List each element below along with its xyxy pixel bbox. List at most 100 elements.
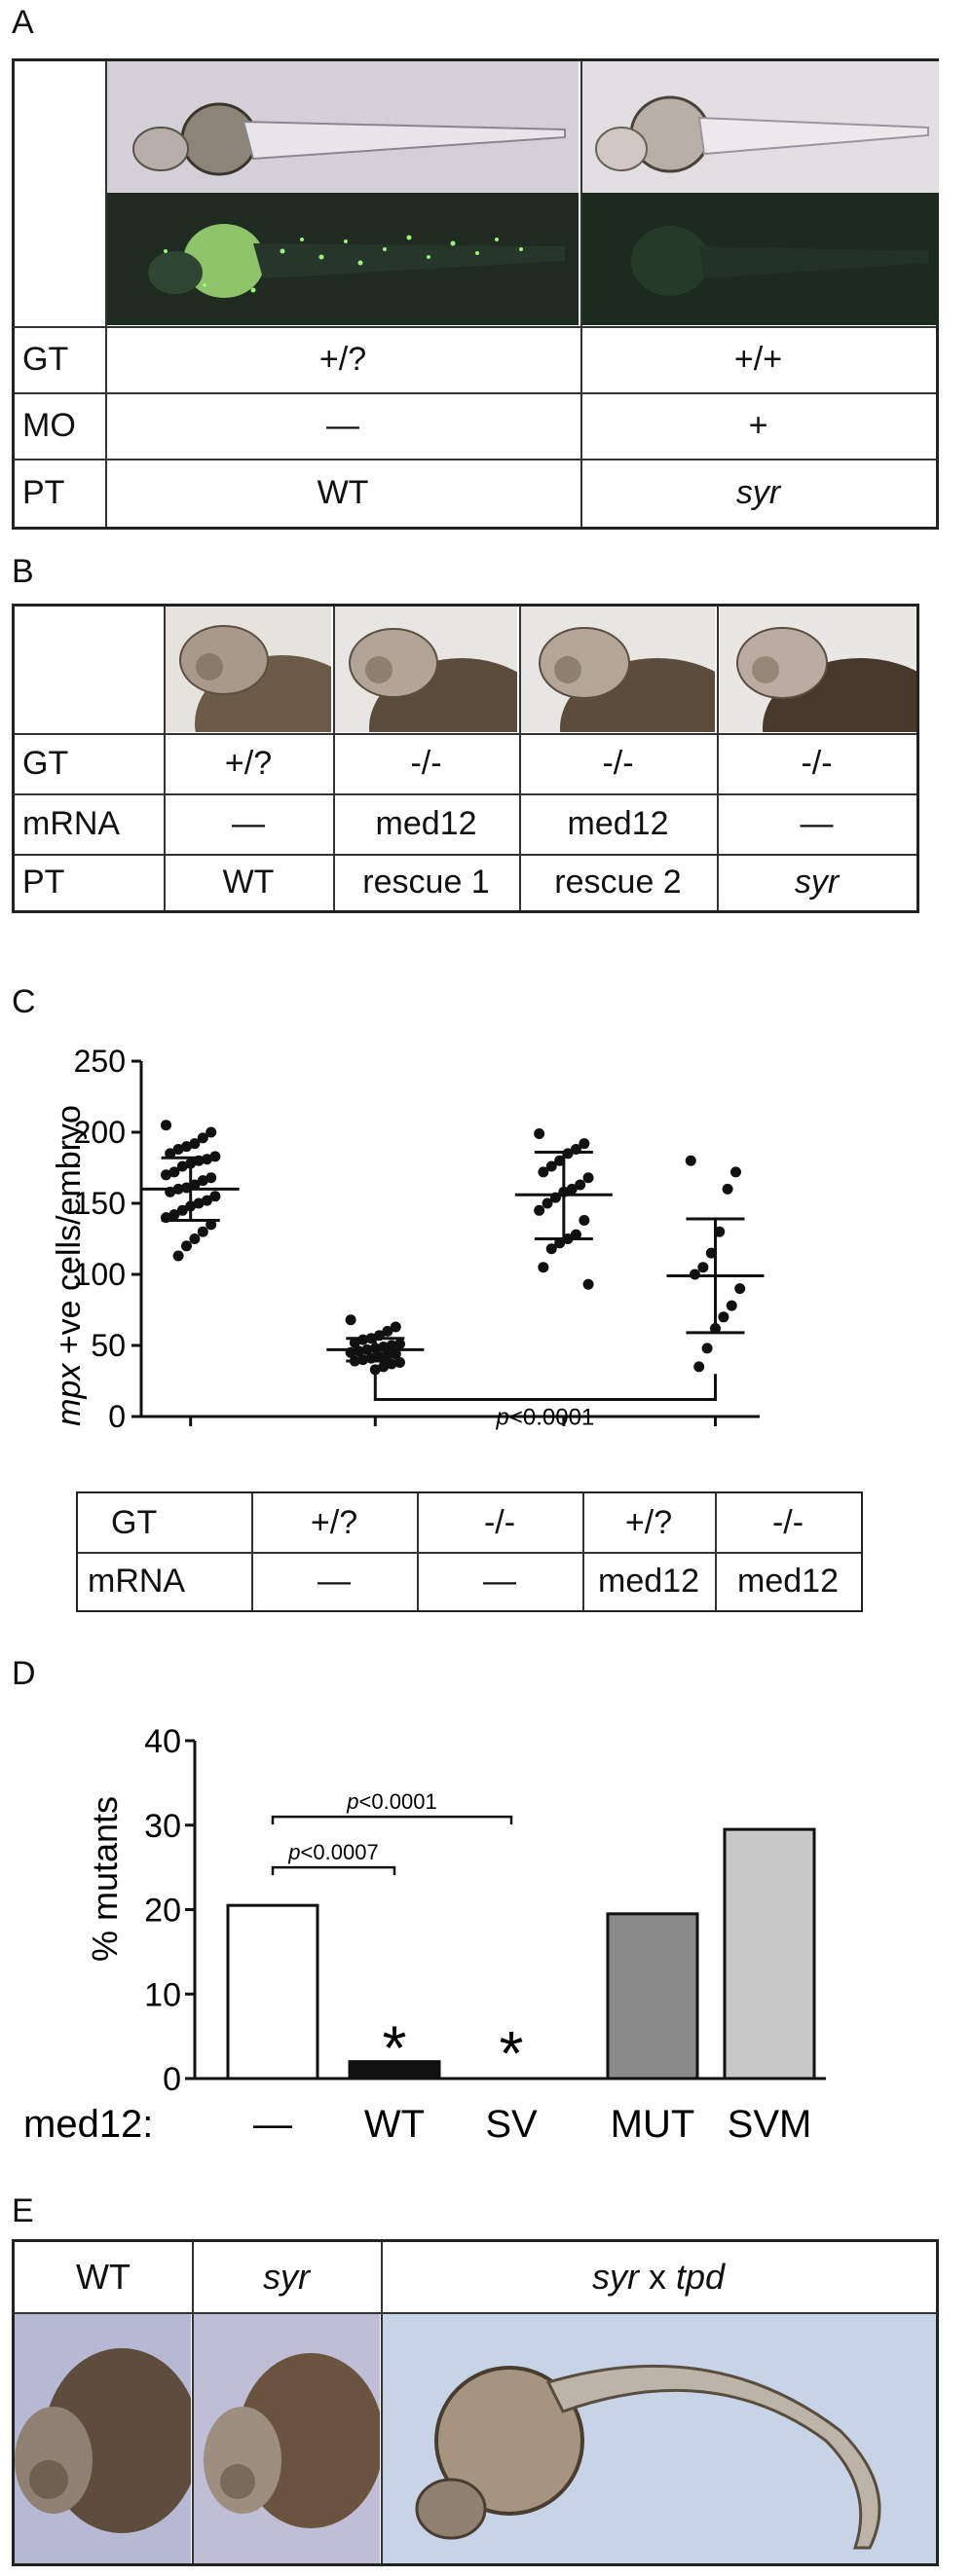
divider bbox=[15, 459, 936, 460]
divider bbox=[15, 854, 916, 856]
significance-annotation: p<0.0001 bbox=[495, 1404, 594, 1430]
y-tick-label: 20 bbox=[144, 1893, 181, 1930]
cell-mrna-4: — bbox=[800, 804, 834, 842]
data-point bbox=[168, 1166, 180, 1178]
cell-mrna-2: med12 bbox=[375, 804, 477, 842]
data-point bbox=[193, 1197, 205, 1209]
cell-mrna-4: med12 bbox=[737, 1562, 839, 1600]
x-tick-label: SV bbox=[485, 2103, 538, 2146]
syr-embryo-image bbox=[719, 607, 916, 732]
cell-pt-1: WT bbox=[222, 863, 275, 901]
rescue2-embryo-image bbox=[521, 607, 715, 732]
cell-gt-2: -/- bbox=[483, 1503, 516, 1541]
data-point bbox=[176, 1204, 188, 1216]
significance-bracket-1 bbox=[271, 1865, 396, 1876]
y-tick-label: 10 bbox=[144, 1976, 181, 2013]
cell-gt-4: -/- bbox=[771, 1503, 804, 1541]
data-point bbox=[685, 1155, 696, 1166]
y-tick-label: 0 bbox=[108, 1399, 126, 1434]
significance-bracket bbox=[373, 1374, 717, 1401]
x-axis-prefix: med12: bbox=[23, 2103, 153, 2146]
data-point bbox=[534, 1204, 545, 1216]
bars bbox=[226, 1827, 816, 2080]
bar bbox=[606, 1912, 699, 2080]
scatter-points bbox=[161, 1120, 746, 1376]
annotation-2-value: <0.0001 bbox=[359, 1789, 437, 1814]
data-point bbox=[378, 1361, 390, 1373]
cell-gt-3: +/? bbox=[624, 1503, 673, 1541]
header-syr-x-tpd: syr x tpd bbox=[381, 2242, 936, 2312]
data-point bbox=[172, 1144, 184, 1156]
syr-embryo-image bbox=[194, 2314, 380, 2563]
y-axis-label: mpx +ve cells/embryo bbox=[51, 1105, 88, 1426]
row-header-pt: PT bbox=[22, 863, 65, 901]
y-tick-label: 250 bbox=[74, 1044, 126, 1079]
cell-mrna-3: med12 bbox=[567, 804, 669, 842]
annotation-1-p: p bbox=[287, 1840, 300, 1864]
panel-e-label: E bbox=[12, 2192, 34, 2229]
cell-pt-2: rescue 1 bbox=[362, 863, 490, 901]
cell-mo-wt: — bbox=[326, 406, 359, 444]
data-point bbox=[176, 1160, 188, 1172]
data-point bbox=[722, 1183, 733, 1195]
panel-b-label: B bbox=[12, 553, 34, 590]
x-tick-label: — bbox=[253, 2103, 292, 2146]
data-point bbox=[570, 1229, 581, 1240]
data-point bbox=[345, 1314, 356, 1326]
data-point bbox=[554, 1237, 566, 1249]
bar bbox=[348, 2060, 441, 2080]
data-point bbox=[534, 1127, 545, 1139]
annotation-value: <0.0001 bbox=[509, 1404, 594, 1430]
data-point bbox=[172, 1250, 184, 1262]
data-point bbox=[545, 1160, 557, 1172]
row-header-gt: GT bbox=[22, 744, 69, 782]
data-point bbox=[566, 1183, 578, 1195]
data-point bbox=[582, 1278, 594, 1290]
asterisk-sv: * bbox=[500, 2018, 524, 2088]
cell-gt-1: +/? bbox=[224, 744, 273, 782]
divider bbox=[15, 392, 936, 394]
cell-gt-1: +/? bbox=[310, 1503, 358, 1541]
divider bbox=[15, 326, 936, 328]
data-point bbox=[165, 1148, 176, 1159]
data-point bbox=[538, 1262, 549, 1273]
divider bbox=[192, 2242, 194, 2563]
data-point bbox=[734, 1283, 746, 1295]
cell-mrna-3: med12 bbox=[598, 1562, 699, 1600]
data-point bbox=[542, 1197, 553, 1209]
data-point bbox=[697, 1262, 709, 1273]
row-header-pt: PT bbox=[22, 473, 65, 511]
divider bbox=[717, 607, 719, 910]
header-syr: syr bbox=[263, 2257, 310, 2297]
cell-gt-mut: +/+ bbox=[733, 340, 783, 378]
data-point bbox=[386, 1340, 397, 1351]
divider bbox=[78, 1552, 861, 1554]
panel-a-table: GT +/? +/+ MO — + PT WT syr bbox=[12, 58, 939, 530]
header-syr-part: syr bbox=[591, 2257, 639, 2297]
data-point bbox=[382, 1325, 393, 1337]
cell-gt-3: -/- bbox=[602, 744, 634, 782]
data-point bbox=[579, 1215, 590, 1227]
bar bbox=[723, 1827, 816, 2080]
cell-mrna-2: — bbox=[483, 1562, 516, 1600]
data-point bbox=[189, 1233, 201, 1244]
data-point bbox=[726, 1300, 737, 1311]
data-point bbox=[693, 1361, 705, 1373]
divider bbox=[15, 733, 916, 735]
cell-pt-4: syr bbox=[794, 863, 840, 901]
row-header-mo: MO bbox=[22, 406, 76, 444]
cell-mrna-1: — bbox=[232, 804, 265, 842]
rescue1-embryo-image bbox=[335, 607, 517, 732]
row-header-gt: GT bbox=[22, 340, 69, 378]
divider bbox=[105, 61, 107, 527]
asterisk-wt: * bbox=[383, 2013, 407, 2083]
y-axis-label-italic: mpx bbox=[51, 1363, 88, 1426]
data-point bbox=[197, 1175, 208, 1187]
data-point bbox=[718, 1311, 729, 1323]
bar bbox=[226, 1903, 319, 2080]
data-point bbox=[202, 1195, 212, 1206]
significance-bracket-2 bbox=[271, 1815, 513, 1825]
